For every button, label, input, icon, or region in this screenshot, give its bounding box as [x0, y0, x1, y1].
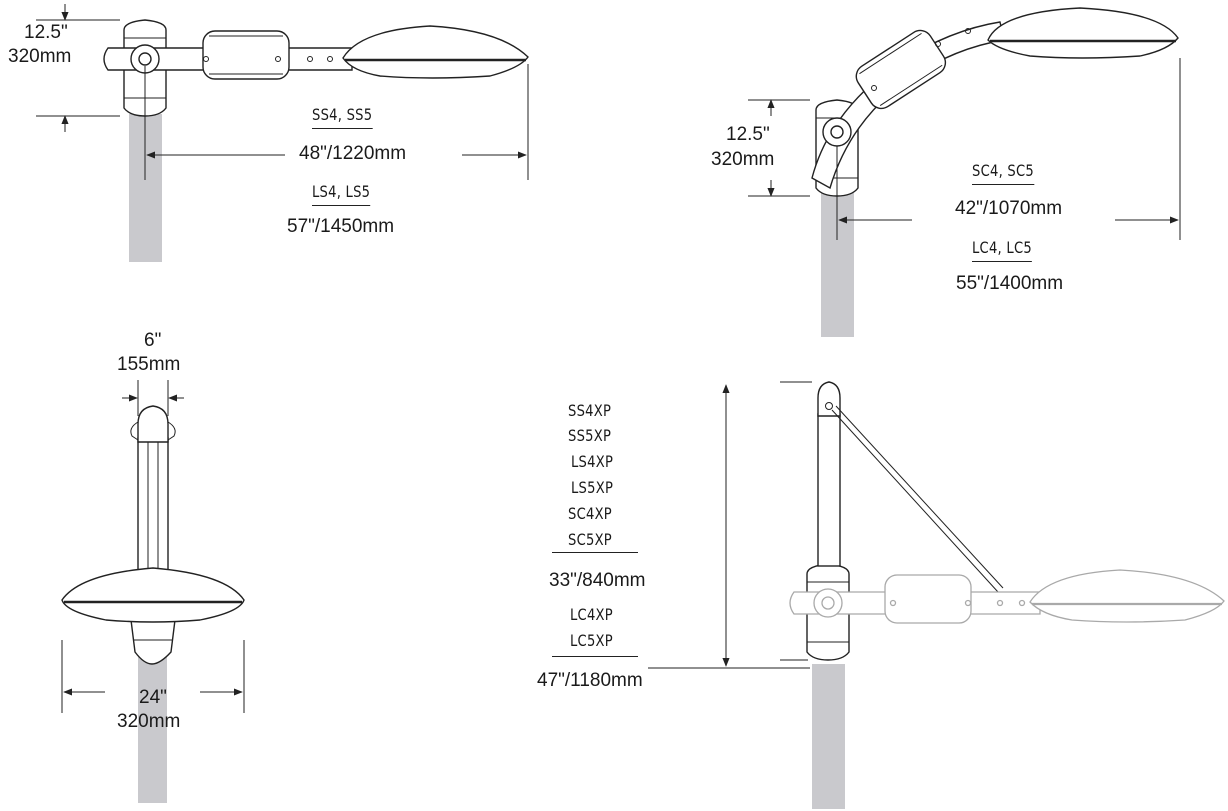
view-front: [61, 380, 245, 803]
height-label-mm: 320mm: [8, 46, 72, 67]
diameter-label-mm: 320mm: [117, 711, 181, 732]
ghost-lamp-head: [1029, 569, 1225, 623]
model-separator: [552, 656, 638, 657]
driver-housing: [202, 30, 290, 80]
height-label-inch: 12.5": [24, 22, 68, 43]
model-separator: [552, 552, 638, 553]
height-dimension-label: 47"/1180mm: [537, 670, 643, 691]
model-label: SC4XP: [568, 504, 612, 523]
model-label: SS5XP: [568, 426, 612, 445]
luminaire-arm: [137, 437, 169, 589]
view-curved-arm: [748, 7, 1181, 337]
pole-collar: [130, 619, 176, 665]
support-rod: [831, 409, 999, 593]
length-dimension-label: 57"/1450mm: [287, 216, 395, 237]
lamp-head: [342, 25, 529, 79]
model-group-label: SC4, SC5: [972, 160, 1034, 185]
model-label: LS4XP: [571, 452, 614, 471]
pole: [138, 656, 167, 803]
diameter-label-inch: 24": [139, 687, 167, 708]
lamp-head: [61, 567, 245, 623]
model-group-label: SS4, SS5: [312, 104, 373, 129]
length-dimension-label: 55"/1400mm: [956, 273, 1064, 294]
model-label: LS5XP: [571, 478, 614, 497]
width-label-inch: 6": [144, 330, 162, 351]
model-label: SC5XP: [568, 530, 612, 549]
pole: [812, 664, 845, 809]
model-group-label: LC4, LC5: [972, 237, 1032, 262]
height-label-mm: 320mm: [711, 149, 775, 170]
view-extended-pole: [648, 381, 1225, 809]
length-dimension-label: 48"/1220mm: [299, 143, 407, 164]
ghost-driver-housing: [884, 574, 972, 624]
width-label-mm: 155mm: [117, 354, 181, 375]
extension-cap: [817, 381, 841, 417]
length-dimension-label: 42"/1070mm: [955, 198, 1063, 219]
height-dimension-label: 33"/840mm: [549, 570, 646, 591]
model-label: LC5XP: [570, 631, 613, 650]
model-label: LC4XP: [570, 605, 613, 624]
model-label: SS4XP: [568, 401, 612, 420]
model-group-label: LS4, LS5: [312, 181, 371, 206]
view-straight-arm: [36, 4, 529, 262]
pole-cap: [137, 405, 169, 443]
extension-pole: [817, 413, 841, 567]
height-label-inch: 12.5": [726, 124, 770, 145]
lamp-head: [987, 7, 1179, 59]
